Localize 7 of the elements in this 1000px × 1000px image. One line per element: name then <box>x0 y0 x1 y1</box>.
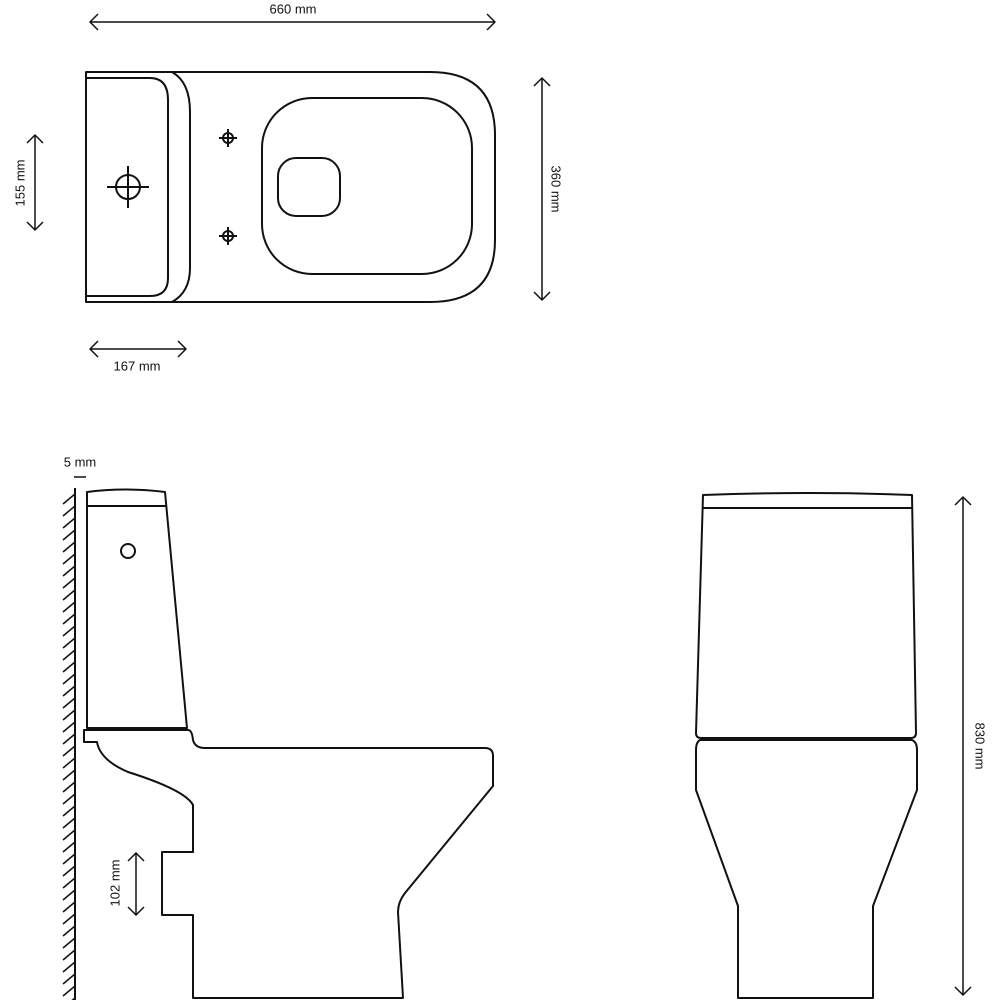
dimension-label: 167 mm <box>114 360 160 372</box>
dimension-label: 5 mm <box>64 456 96 468</box>
dimension-label: 360 mm <box>550 166 562 212</box>
dimension-label: 155 mm <box>14 160 26 206</box>
dimension-label: 102 mm <box>108 860 122 906</box>
dimension-label: 830 mm <box>974 722 986 770</box>
dimension-label: 660 mm <box>270 2 316 16</box>
